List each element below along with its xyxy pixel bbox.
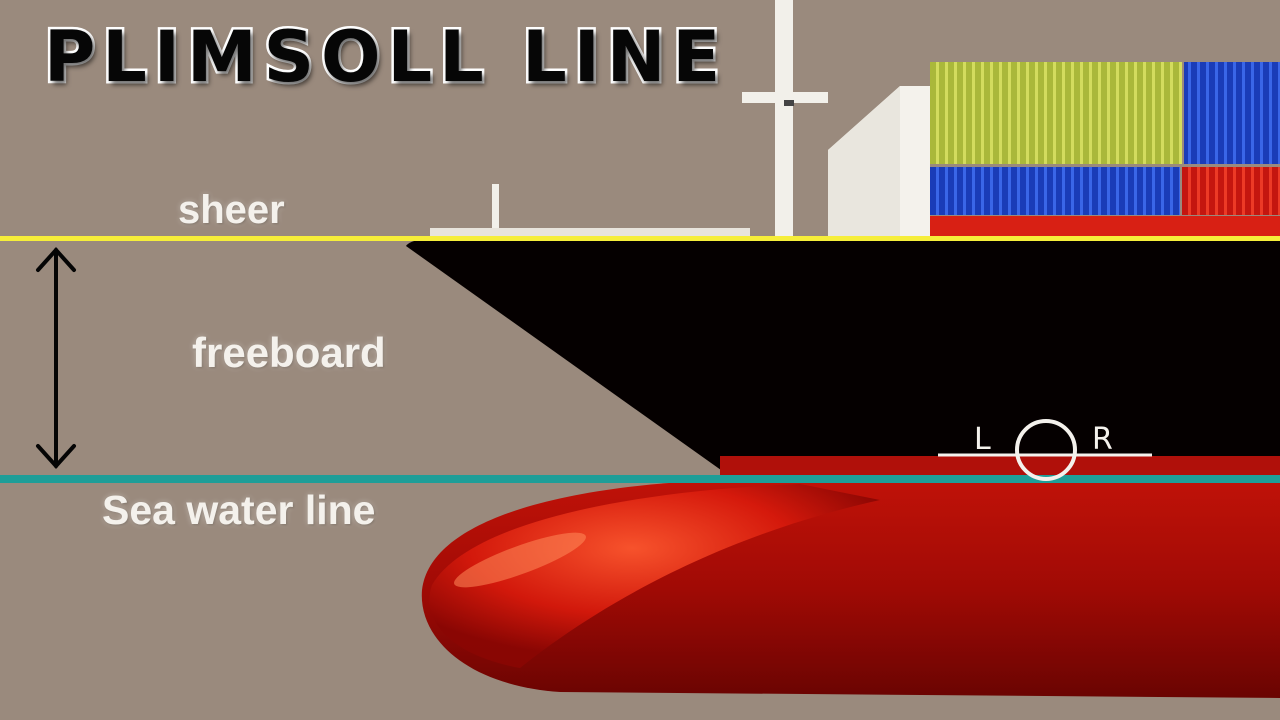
load-line-letter-l: L — [974, 422, 991, 457]
bulbous-bow — [429, 484, 880, 668]
container-blue-top — [1184, 62, 1280, 164]
hull-upper — [406, 236, 1280, 480]
sheer-label: sheer — [178, 188, 285, 232]
diagram-title: PLIMSOLL LINE — [41, 16, 728, 98]
sheer-line — [0, 236, 1280, 241]
load-line-mark: L R — [938, 419, 1152, 481]
container-blue-mid — [930, 167, 1180, 215]
freeboard-label: freeboard — [192, 329, 386, 376]
sea-water-line — [0, 475, 1280, 483]
container-yellow — [930, 62, 1182, 164]
superstructure — [828, 86, 930, 272]
container-red-mid — [1182, 167, 1280, 215]
mast — [742, 0, 828, 240]
load-line-letter-r: R — [1092, 422, 1113, 457]
deck-fittings — [430, 184, 750, 240]
sea-water-line-label: Sea water line — [102, 487, 376, 533]
freeboard-arrow — [36, 247, 76, 469]
